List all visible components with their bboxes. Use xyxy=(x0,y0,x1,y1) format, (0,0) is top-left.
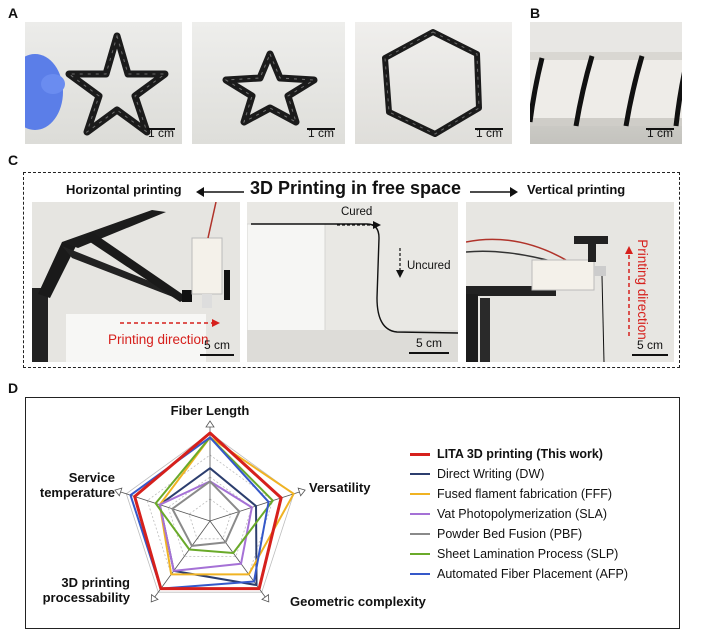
right-arrow-icon xyxy=(470,187,518,197)
axis-arrowhead xyxy=(205,420,215,428)
vertical-printing-direction-label: Printing direction xyxy=(634,239,650,340)
horizontal-printing-label: Horizontal printing xyxy=(66,182,182,197)
legend-label: Powder Bed Fusion (PBF) xyxy=(437,527,583,541)
scale-bar-line xyxy=(307,128,335,130)
cured-arrow xyxy=(337,221,381,229)
legend-label: Sheet Lamination Process (SLP) xyxy=(437,547,619,561)
legend-item: Powder Bed Fusion (PBF) xyxy=(410,527,582,541)
legend-swatch xyxy=(410,513,430,515)
hexagon-figure xyxy=(382,29,482,137)
photo-horizontal-printing: Printing direction 5 cm xyxy=(32,202,240,362)
legend-item: LITA 3D printing (This work) xyxy=(410,447,603,461)
vertical-printing-label: Vertical printing xyxy=(527,182,626,197)
scale-bar-line xyxy=(147,128,175,130)
vertical-direction-arrow xyxy=(625,246,633,336)
uncured-arrow xyxy=(396,248,404,278)
photo-star-held: 1 cm xyxy=(25,22,182,144)
panel-c-title: 3D Printing in free space xyxy=(250,178,462,198)
scale-bar-label: 1 cm xyxy=(307,126,334,140)
scale-bar-line xyxy=(475,128,503,130)
photo-cured-fiber: Cured Uncured 5 cm xyxy=(247,202,458,362)
series-polygon xyxy=(158,436,295,576)
series-polygon xyxy=(133,431,283,591)
legend-label: Vat Photopolymerization (SLA) xyxy=(437,507,607,521)
legend-label: LITA 3D printing (This work) xyxy=(437,447,603,461)
axis-label: temperature xyxy=(40,485,115,500)
series-polygon xyxy=(171,480,241,547)
legend-item: Sheet Lamination Process (SLP) xyxy=(410,547,618,561)
panel-label-a: A xyxy=(8,5,19,21)
legend-item: Direct Writing (DW) xyxy=(410,467,544,481)
photo-hexagon: 1 cm xyxy=(355,22,512,144)
axis-spoke xyxy=(154,520,211,598)
printing-direction-arrow xyxy=(120,319,220,327)
legend-label: Automated Fiber Placement (AFP) xyxy=(437,567,629,581)
axis-label: 3D printing xyxy=(61,575,130,590)
legend-swatch xyxy=(410,553,430,555)
axis-label: processability xyxy=(43,590,131,605)
scale-bar-label: 1 cm xyxy=(147,126,174,140)
uncured-label: Uncured xyxy=(407,260,451,272)
axis-label: Service xyxy=(69,470,115,485)
left-arrow-icon xyxy=(196,187,244,197)
grid-ring xyxy=(188,498,232,540)
legend-label: Fused flament fabrication (FFF) xyxy=(437,487,613,501)
series-polygon xyxy=(154,436,274,555)
axis-arrowhead xyxy=(261,593,270,603)
series-polygon xyxy=(158,480,253,572)
panel-label-c: C xyxy=(8,152,19,168)
scale-bar-label: 1 cm xyxy=(475,126,502,140)
axis-label: Geometric complexity xyxy=(290,594,427,609)
legend-swatch xyxy=(410,573,430,575)
star-figure xyxy=(25,32,169,136)
axis-spoke xyxy=(209,491,300,522)
series-polygon xyxy=(129,436,270,590)
scale-bar-label: 5 cm xyxy=(203,338,230,352)
grid-ring xyxy=(167,476,253,557)
panel-label-b: B xyxy=(530,5,541,21)
axis-label: Fiber Length xyxy=(171,403,250,418)
fiber-figure xyxy=(247,202,458,362)
scale-bar-line xyxy=(632,354,668,356)
robot-arm-figure xyxy=(32,202,240,362)
panel-d-frame xyxy=(25,397,680,629)
legend-item: Fused flament fabrication (FFF) xyxy=(410,487,612,501)
scale-bar-line xyxy=(646,128,674,130)
scale-bar-label: 5 cm xyxy=(636,338,663,352)
printing-direction-label: Printing direction xyxy=(108,332,209,347)
photo-vertical-printing: Printing direction 5 cm xyxy=(466,202,674,362)
scale-bar-line xyxy=(409,352,449,354)
axis-arrowhead xyxy=(114,487,123,497)
photo-helix-tube: 1 cm xyxy=(530,22,682,144)
legend-label: Direct Writing (DW) xyxy=(437,467,545,481)
panel-c-frame xyxy=(23,172,680,368)
scale-bar-label: 5 cm xyxy=(415,336,442,350)
cured-label: Cured xyxy=(341,206,373,218)
legend-swatch xyxy=(410,473,430,475)
axis-label: Versatility xyxy=(309,480,371,495)
legend-swatch xyxy=(410,452,430,456)
axis-arrowhead xyxy=(150,593,159,603)
legend-item: Automated Fiber Placement (AFP) xyxy=(410,567,628,581)
legend-swatch xyxy=(410,533,430,535)
helix-figure xyxy=(530,52,682,127)
panel-label-d: D xyxy=(8,380,19,396)
legend-swatch xyxy=(410,493,430,495)
series-polygon xyxy=(158,467,258,587)
scale-bar-line xyxy=(200,354,234,356)
legend-item: Vat Photopolymerization (SLA) xyxy=(410,507,607,521)
vertical-rig-figure xyxy=(466,202,674,362)
flat-star-figure xyxy=(222,50,318,126)
photo-star-flat: 1 cm xyxy=(192,22,345,144)
scale-bar-label: 1 cm xyxy=(646,126,673,140)
axis-arrowhead xyxy=(297,487,306,497)
